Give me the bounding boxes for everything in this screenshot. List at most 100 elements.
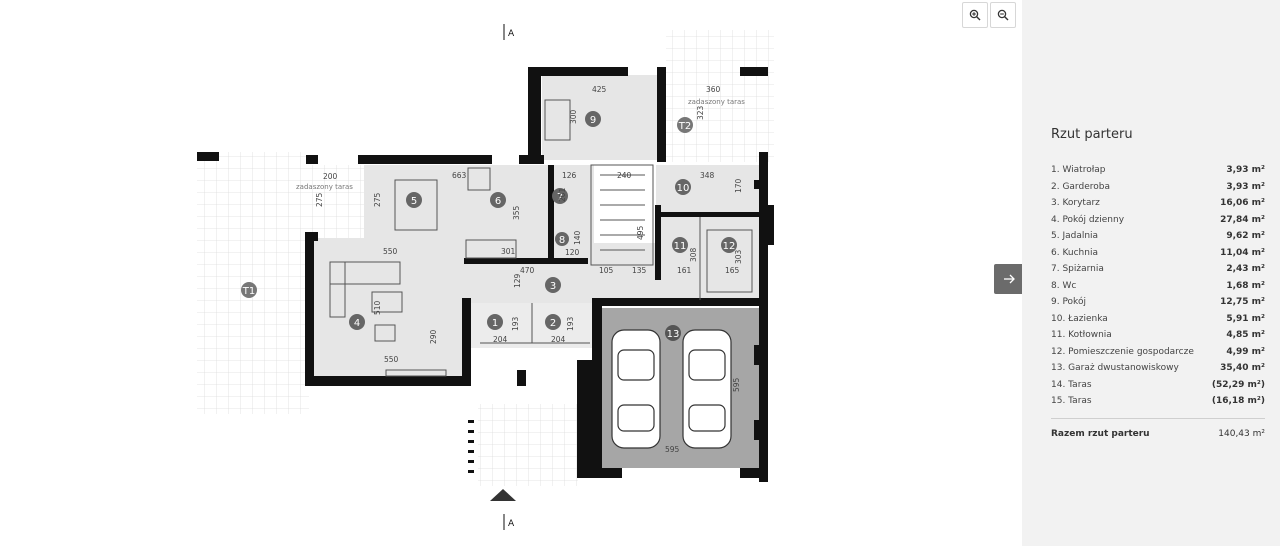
svg-text:550: 550: [383, 247, 398, 256]
svg-text:A: A: [508, 29, 515, 39]
room-area: 4,85 m²: [1226, 330, 1265, 341]
floor-dining-kitchen: [364, 165, 594, 243]
svg-text:126: 126: [562, 171, 577, 180]
room-row: 14. Taras(52,29 m²): [1051, 377, 1265, 394]
room-area: 2,43 m²: [1226, 264, 1265, 275]
svg-text:135: 135: [632, 266, 647, 275]
svg-text:323: 323: [696, 105, 705, 120]
terrace-code-t2: T2: [677, 117, 693, 133]
svg-text:200: 200: [323, 172, 338, 181]
terrace-label-left: zadaszony taras: [296, 183, 353, 191]
room-area: 27,84 m²: [1220, 214, 1265, 225]
room-area: 4,99 m²: [1226, 346, 1265, 357]
terrace-label-right: zadaszony taras: [688, 98, 745, 106]
interior-lines: [329, 99, 753, 377]
room-name: 6. Kuchnia: [1051, 247, 1098, 258]
room-name: 2. Garderoba: [1051, 181, 1110, 192]
arrow-right-icon: [1004, 274, 1015, 284]
total-label: Razem rzut parteru: [1051, 429, 1150, 439]
room-name: 10. Łazienka: [1051, 313, 1108, 324]
floor-plan-viewer[interactable]: A A zadaszony taras zadaszony taras T1 T…: [0, 0, 1024, 546]
svg-text:T2: T2: [678, 121, 691, 132]
room-name: 1. Wiatrołap: [1051, 165, 1106, 176]
svg-text:2: 2: [550, 318, 556, 329]
svg-text:308: 308: [689, 247, 698, 262]
svg-text:275: 275: [373, 192, 382, 207]
room-area: (16,18 m²): [1211, 396, 1265, 407]
svg-text:204: 204: [551, 335, 566, 344]
room-name: 15. Taras: [1051, 396, 1092, 407]
svg-text:105: 105: [599, 266, 614, 275]
room-name: 4. Pokój dzienny: [1051, 214, 1125, 225]
svg-text:193: 193: [511, 316, 520, 331]
zoom-out-icon: [997, 9, 1009, 21]
room-name: 7. Spiżarnia: [1051, 264, 1104, 275]
zoom-controls: [962, 2, 1016, 28]
floor-plan[interactable]: A A zadaszony taras zadaszony taras T1 T…: [0, 0, 1022, 546]
garage-cars: [611, 329, 732, 449]
svg-text:129: 129: [513, 273, 522, 288]
floor-room9: [542, 75, 662, 160]
room-row: 7. Spiżarnia 2,43 m²: [1051, 261, 1265, 278]
svg-text:140: 140: [573, 230, 582, 245]
svg-text:550: 550: [384, 355, 399, 364]
floor-living: [312, 238, 462, 378]
terrace-t1: [197, 152, 309, 414]
floor-corridor: [462, 243, 662, 303]
total-value: 140,43 m²: [1218, 429, 1265, 439]
svg-text:5: 5: [411, 196, 417, 207]
zoom-in-icon: [969, 9, 981, 21]
svg-text:360: 360: [706, 85, 721, 94]
room-name: 5. Jadalnia: [1051, 231, 1099, 242]
svg-text:204: 204: [493, 335, 508, 344]
svg-text:348: 348: [700, 171, 715, 180]
next-plan-button[interactable]: [994, 264, 1024, 294]
svg-text:495: 495: [636, 225, 645, 240]
svg-text:161: 161: [677, 266, 692, 275]
room-area: 35,40 m²: [1220, 363, 1265, 374]
svg-text:1: 1: [492, 318, 498, 329]
zoom-out-button[interactable]: [990, 2, 1016, 28]
room-row: 12. Pomieszczenie gospodarcze 4,99 m²: [1051, 344, 1265, 361]
zoom-in-button[interactable]: [962, 2, 988, 28]
room-name: 14. Taras: [1051, 379, 1092, 390]
room-row: 15. Taras (16,18 m²): [1051, 393, 1265, 410]
svg-text:595: 595: [665, 445, 680, 454]
svg-text:275: 275: [315, 192, 324, 207]
room-area: 16,06 m²: [1220, 198, 1265, 209]
panel-title: Rzut parteru: [1051, 127, 1133, 142]
entrance-steps: [468, 420, 474, 473]
svg-text:A: A: [508, 519, 515, 529]
svg-text:11: 11: [674, 241, 687, 252]
room-area: 11,04 m²: [1220, 247, 1265, 258]
svg-text:595: 595: [732, 377, 741, 392]
terrace-left-strip: [309, 165, 364, 238]
room-row: 5. Jadalnia 9,62 m²: [1051, 228, 1265, 245]
room-area: 9,62 m²: [1226, 231, 1265, 242]
room-row: 13. Garaż dwustanowiskowy 35,40 m²: [1051, 360, 1265, 377]
room-name: 13. Garaż dwustanowiskowy: [1051, 363, 1179, 374]
svg-text:T1: T1: [242, 286, 255, 297]
svg-text:8: 8: [559, 235, 565, 246]
room-row: 4. Pokój dzienny 27,84 m²: [1051, 212, 1265, 229]
room-row: 6. Kuchnia 11,04 m²: [1051, 245, 1265, 262]
svg-text:470: 470: [520, 266, 535, 275]
svg-text:7: 7: [557, 192, 563, 203]
room-name: 12. Pomieszczenie gospodarcze: [1051, 346, 1194, 357]
svg-text:303: 303: [734, 249, 743, 264]
room-area: 3,93 m²: [1226, 181, 1265, 192]
room-name: 8. Wc: [1051, 280, 1077, 291]
svg-text:510: 510: [373, 300, 382, 315]
room-name: 9. Pokój: [1051, 297, 1086, 308]
room-number-markers: 1 2 3 4 5 6 7 8 9 10 11 12 13: [349, 111, 737, 341]
svg-text:240: 240: [617, 171, 632, 180]
total-row: Razem rzut parteru 140,43 m²: [1051, 429, 1265, 439]
svg-text:663: 663: [452, 171, 467, 180]
